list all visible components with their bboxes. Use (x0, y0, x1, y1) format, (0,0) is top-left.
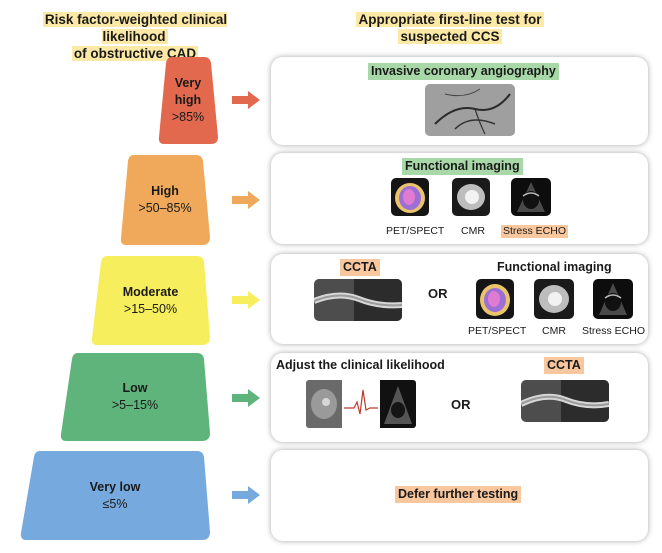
tier-level: Moderate (122, 284, 179, 299)
pet-spect-image (391, 178, 429, 216)
tier-very-high: Very high >85% (158, 57, 218, 144)
tier-range: >5–15% (111, 398, 159, 412)
cmr-image (534, 279, 574, 319)
right-header-line2: suspected CCS (398, 29, 502, 44)
or-separator: OR (451, 397, 471, 412)
test-card-moderate: CCTA Functional imaging OR (271, 254, 648, 344)
tier-moderate-shape (91, 256, 210, 345)
tier-high-shape (120, 155, 210, 245)
image-caption: PET/SPECT (386, 225, 445, 237)
tier-very-high-shape (158, 57, 218, 144)
left-column-header: Risk factor-weighted clinical likelihood… (20, 11, 250, 62)
test-card-very-low: Defer further testing (271, 450, 648, 541)
test-title: Invasive coronary angiography (368, 63, 559, 80)
tier-moderate-label: Moderate >15–50% (91, 256, 210, 345)
pet-spect-image (476, 279, 514, 319)
tier-very-low: Very low ≤5% (20, 451, 210, 540)
angiography-image (425, 84, 515, 136)
tier-very-low-label: Very low ≤5% (20, 451, 210, 540)
tier-level: Very low (89, 479, 141, 494)
stress-echo-image (511, 178, 551, 216)
tier-very-high-label: Very high >85% (158, 57, 218, 144)
arrow-right-icon (232, 191, 260, 209)
tier-low-label: Low >5–15% (60, 353, 210, 441)
image-caption: Stress ECHO (582, 325, 646, 337)
tier-range: >15–50% (123, 301, 178, 316)
test-card-low: Adjust the clinical likelihood CCTA OR (271, 353, 648, 442)
right-column-header: Appropriate first-line test for suspecte… (310, 11, 590, 45)
or-separator: OR (428, 286, 448, 301)
tier-level: Very (174, 76, 202, 90)
tier-range: ≤5% (102, 496, 128, 511)
ccta-image (314, 279, 402, 321)
image-caption: Stress ECHO (501, 225, 569, 238)
image-caption: CMR (461, 225, 485, 237)
arrow-right-icon (232, 291, 260, 309)
cmr-image (452, 178, 490, 216)
image-caption: PET/SPECT (468, 325, 527, 337)
tier-high-label: High >50–85% (120, 155, 210, 245)
arrow-right-icon (232, 486, 260, 504)
tier-level: Low (122, 381, 148, 395)
tier-high: High >50–85% (120, 155, 210, 245)
test-option-a: Adjust the clinical likelihood (276, 358, 445, 372)
ccta-image (521, 380, 609, 422)
left-header-line1: Risk factor-weighted clinical likelihood (42, 12, 228, 44)
right-header-line1: Appropriate first-line test for (356, 12, 544, 27)
test-option-b: Functional imaging (497, 260, 612, 274)
test-title: Defer further testing (395, 486, 522, 503)
tier-range: >50–85% (138, 201, 192, 215)
image-caption: CMR (542, 325, 566, 337)
test-card-high: Functional imaging PET/SPECT CMR Stress … (271, 153, 648, 244)
test-option-b: CCTA (544, 357, 584, 374)
tier-very-low-shape (20, 451, 210, 540)
clinical-assessment-image (306, 380, 416, 428)
test-title: Functional imaging (402, 158, 523, 175)
tier-low: Low >5–15% (60, 353, 210, 441)
test-option-a: CCTA (340, 259, 380, 276)
tier-range: >85% (171, 110, 205, 124)
test-card-very-high: Invasive coronary angiography (271, 57, 648, 145)
tier-moderate: Moderate >15–50% (91, 256, 210, 345)
stress-echo-image (593, 279, 633, 319)
arrow-right-icon (232, 389, 260, 407)
left-header-line2: of obstructive CAD (71, 46, 199, 61)
tier-low-shape (60, 353, 210, 441)
tier-level: High (151, 184, 179, 198)
tier-level-line2: high (174, 93, 202, 107)
arrow-right-icon (232, 91, 260, 109)
